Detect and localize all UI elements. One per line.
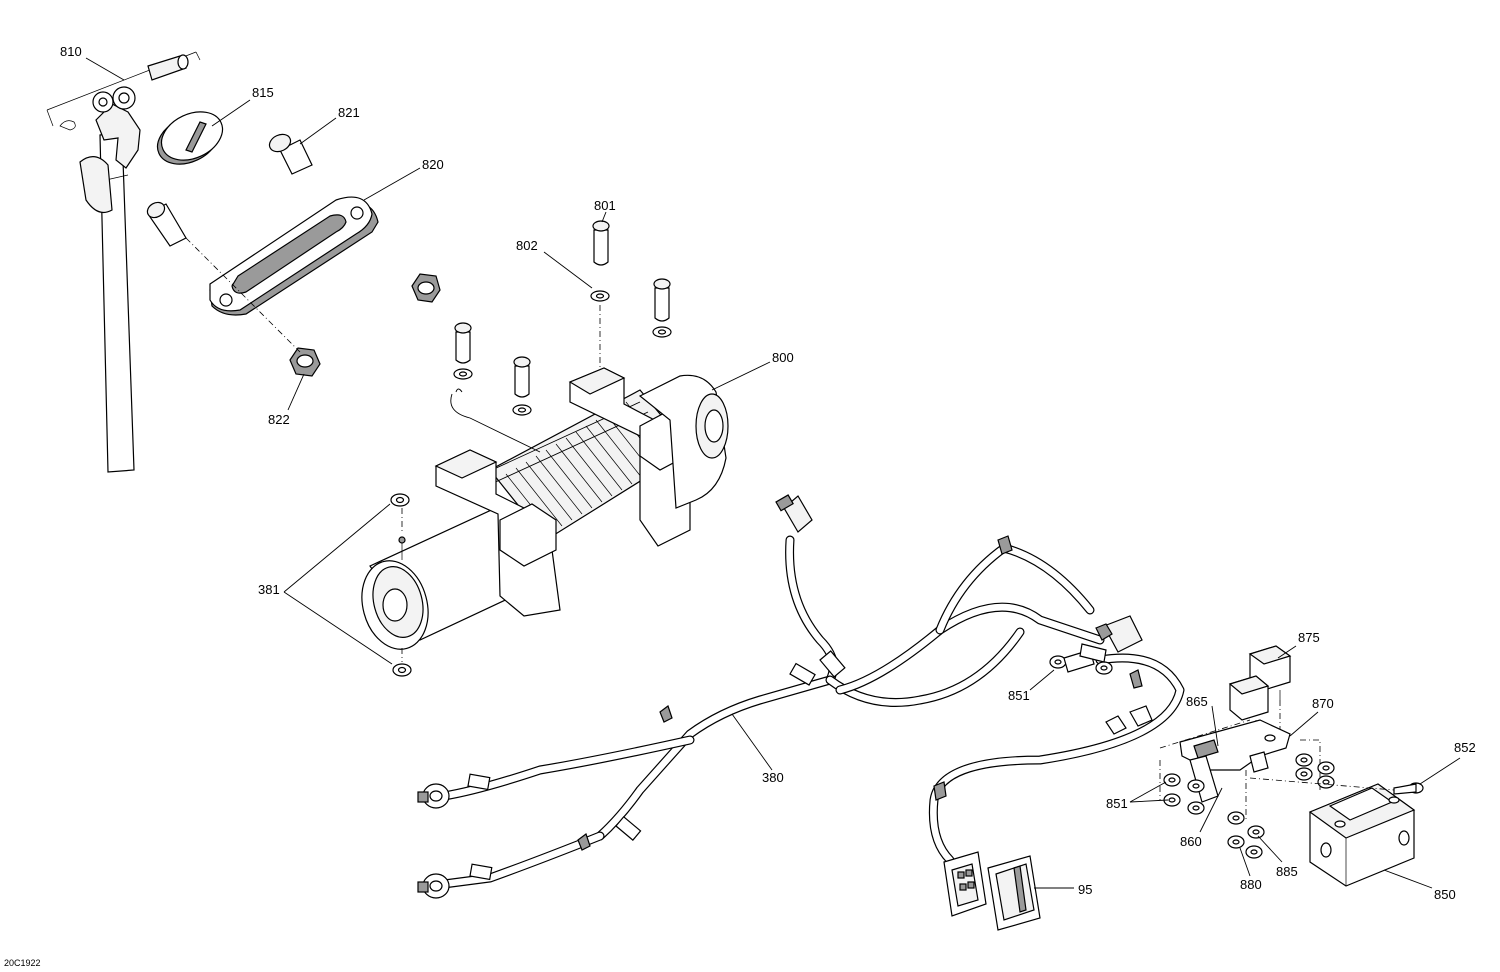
callout-380: 380 [762, 770, 784, 785]
control-box-part [1249, 777, 1424, 887]
callout-851-top: 851 [1008, 688, 1030, 703]
relay-875 [1228, 645, 1292, 750]
callout-865: 865 [1186, 694, 1208, 709]
callout-850: 850 [1434, 887, 1456, 902]
nut-822 [289, 273, 441, 377]
hawse-fairlead-part [146, 196, 379, 316]
winch-strap-hook-part [46, 51, 201, 473]
callout-815: 815 [252, 85, 274, 100]
callout-821: 821 [338, 105, 360, 120]
callout-810: 810 [60, 44, 82, 59]
callout-802: 802 [516, 238, 538, 253]
callout-860: 860 [1180, 834, 1202, 849]
callout-870: 870 [1312, 696, 1334, 711]
callout-880: 880 [1240, 877, 1262, 892]
switch-95 [943, 851, 1041, 931]
callout-822: 822 [268, 412, 290, 427]
nuts-group [1159, 753, 1335, 859]
callout-800: 800 [772, 350, 794, 365]
wiring-harness-part [417, 494, 1185, 899]
terminal-851 [1049, 643, 1113, 675]
winch-assembly-part [361, 367, 729, 677]
mounting-bolts-801 [453, 220, 672, 416]
callout-885: 885 [1276, 864, 1298, 879]
relay-bracket-part [1159, 719, 1321, 803]
callout-381: 381 [258, 582, 280, 597]
winch-bolt-821 [268, 133, 313, 175]
callout-875: 875 [1298, 630, 1320, 645]
callout-labels: 810 815 821 820 822 801 802 800 381 380 … [4, 44, 1476, 968]
callout-801: 801 [594, 198, 616, 213]
winch-stopper-part [156, 111, 224, 165]
reference-code: 20C1922 [4, 958, 41, 968]
callout-820: 820 [422, 157, 444, 172]
callout-851-bottom: 851 [1106, 796, 1128, 811]
callout-95: 95 [1078, 882, 1092, 897]
leader-lines [85, 57, 1461, 889]
callout-852: 852 [1454, 740, 1476, 755]
